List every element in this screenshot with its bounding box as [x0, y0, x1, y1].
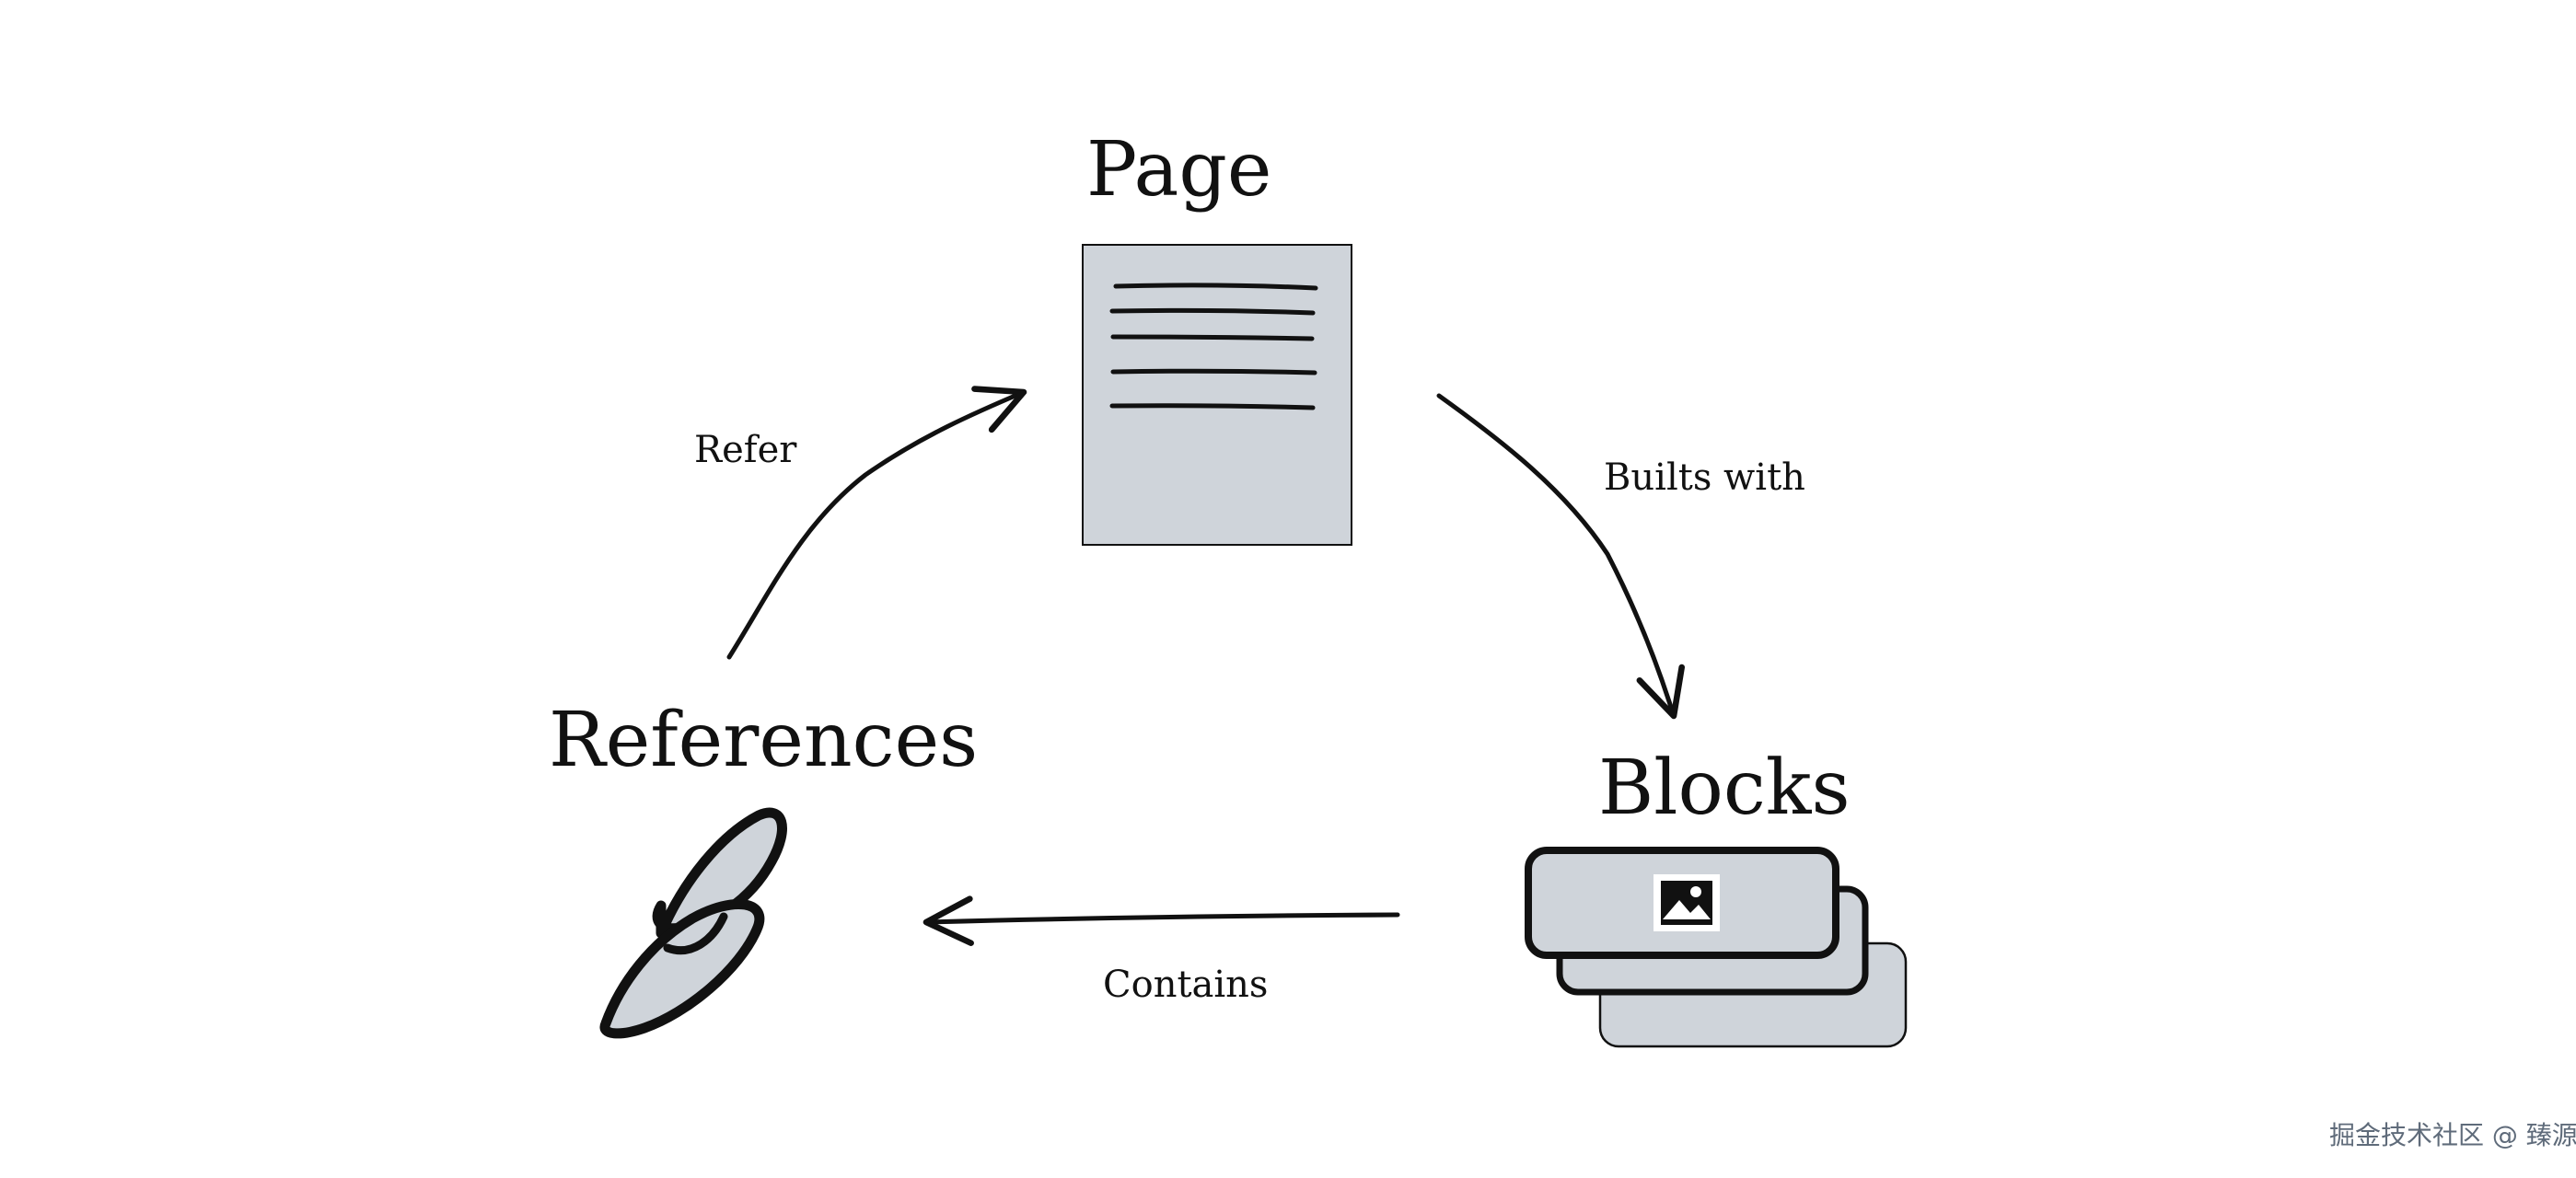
image-icon — [1654, 874, 1720, 931]
chain-link-icon — [599, 807, 787, 1039]
stacked-cards-icon — [1525, 847, 1908, 1048]
edge-refer: Refer — [694, 386, 1027, 660]
edge-label-refer: Refer — [694, 429, 797, 471]
document-icon — [1082, 244, 1352, 546]
edge-contains: Contains — [922, 895, 1400, 1006]
references-node: References — [549, 697, 978, 1039]
page-node: Page — [1082, 126, 1352, 546]
edge-builts-with: Builts with — [1436, 393, 1805, 720]
blocks-title: Blocks — [1598, 745, 1851, 832]
edge-label-builts-with: Builts with — [1604, 456, 1805, 499]
references-title: References — [549, 697, 978, 784]
watermark-text: 掘金技术社区 @ 臻源 — [2329, 1120, 2576, 1150]
page-title: Page — [1086, 126, 1271, 214]
edge-label-contains: Contains — [1103, 964, 1268, 1006]
blocks-node: Blocks — [1525, 745, 1908, 1048]
